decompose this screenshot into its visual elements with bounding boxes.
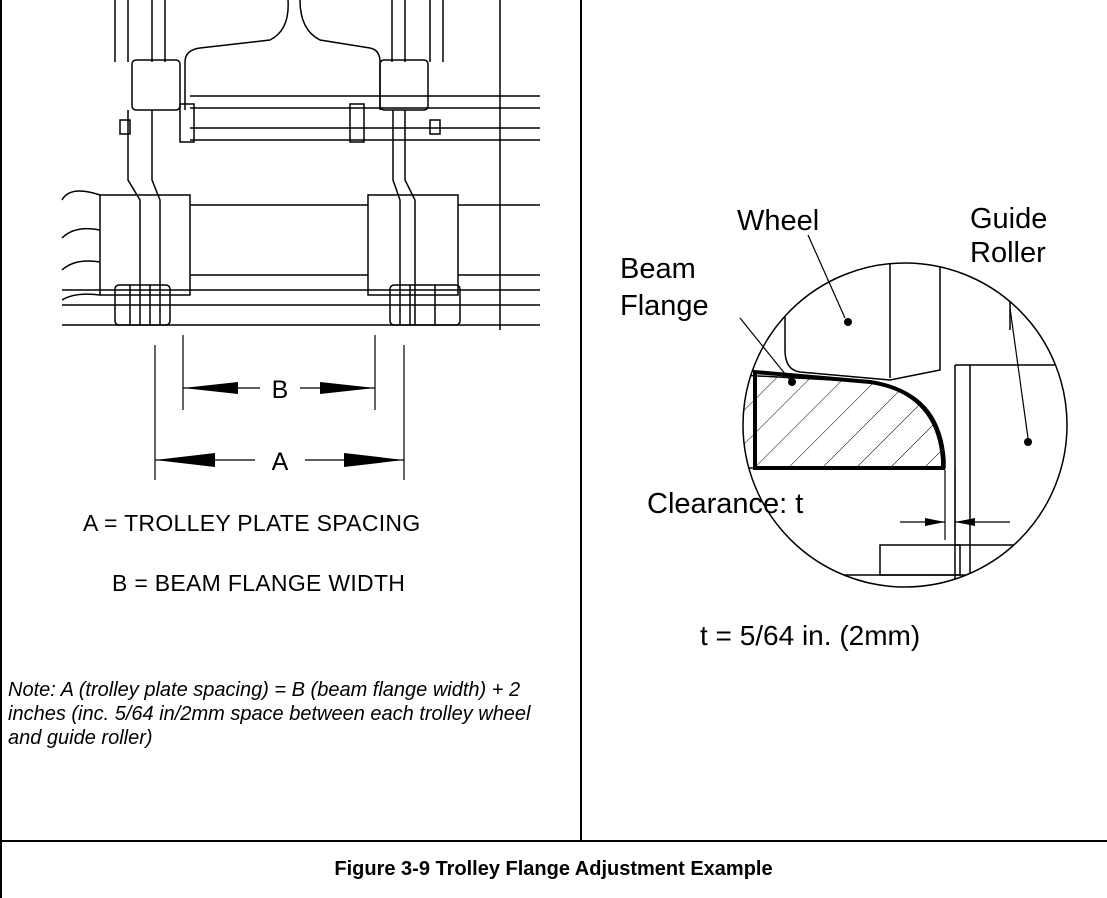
- figure-caption: Figure 3-9 Trolley Flange Adjustment Exa…: [334, 858, 773, 880]
- frame-left-border: [0, 0, 2, 898]
- frame-divider: [580, 0, 582, 841]
- eq-beam-width: B = BEAM FLANGE WIDTH: [112, 570, 406, 596]
- label-beam: Beam: [620, 253, 696, 285]
- detail-drawing: Wheel Guide Roller Beam Flange Clearance…: [620, 203, 1068, 588]
- trolley-drawing: B A: [61, 0, 540, 480]
- label-roller: Roller: [970, 237, 1046, 269]
- label-clearance: Clearance: t: [647, 488, 803, 520]
- note-text: Note: A (trolley plate spacing) = B (bea…: [8, 679, 531, 749]
- t-value: t = 5/64 in. (2mm): [700, 620, 921, 651]
- eq-trolley-spacing: A = TROLLEY PLATE SPACING: [83, 510, 421, 536]
- label-wheel: Wheel: [737, 205, 819, 237]
- label-guide: Guide: [970, 203, 1047, 235]
- frame-caption-divider: [0, 840, 1107, 842]
- dim-b-label: B: [272, 376, 289, 404]
- label-flange: Flange: [620, 290, 709, 322]
- dim-a-label: A: [272, 448, 289, 476]
